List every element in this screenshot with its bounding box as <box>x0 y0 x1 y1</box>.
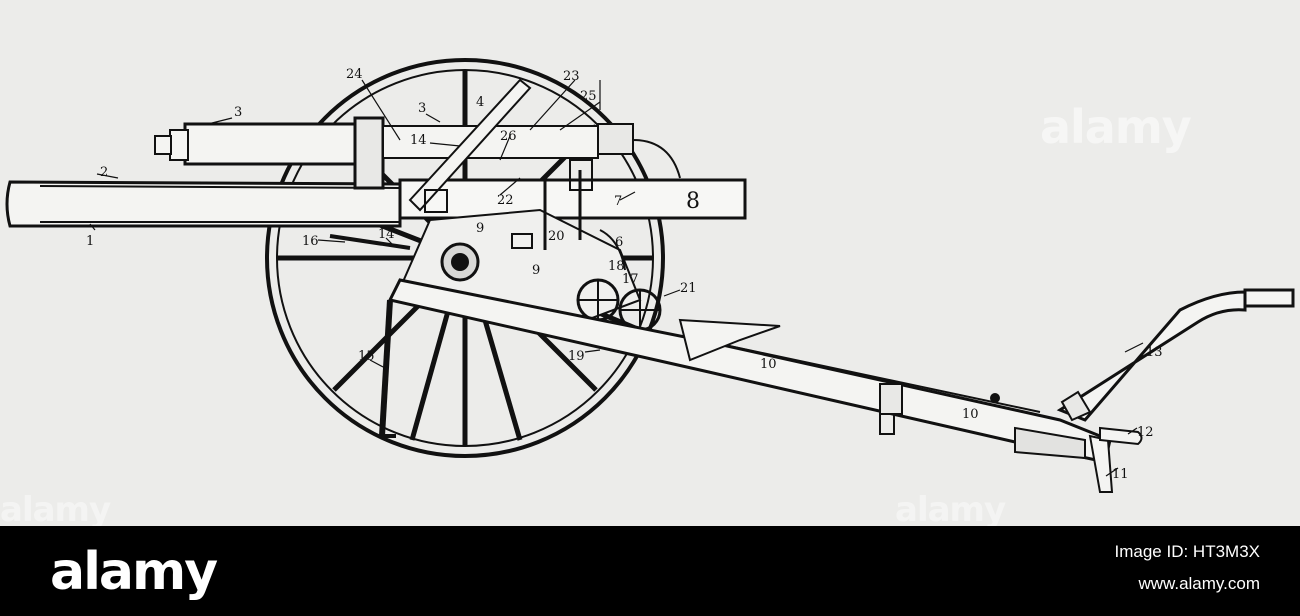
label-1: 1 <box>86 234 94 249</box>
label-7: 7 <box>614 194 622 209</box>
gun-carriage-diagram: 1 2 3 3 4 6 7 8 9 9 10 10 11 12 13 14 14… <box>5 58 1295 493</box>
barrel <box>5 178 747 228</box>
label-3a: 3 <box>234 105 242 120</box>
label-22: 22 <box>497 193 514 208</box>
label-2: 2 <box>100 165 108 180</box>
label-12: 12 <box>1137 425 1154 440</box>
recuperator-cylinder <box>154 116 681 190</box>
label-13: 13 <box>1146 345 1163 360</box>
label-3b: 3 <box>418 101 426 116</box>
label-8: 8 <box>686 189 700 214</box>
footer-image-id: Image ID: HT3M3X <box>1114 542 1261 561</box>
label-18: 18 <box>608 259 625 274</box>
label-10b: 10 <box>962 407 979 422</box>
label-19: 19 <box>568 349 585 364</box>
footer-bar: alamy Image ID: HT3M3X www.alamy.com <box>0 526 1300 616</box>
label-10a: 10 <box>760 357 777 372</box>
watermark-bottom-left: alamy <box>0 490 111 530</box>
label-25: 25 <box>580 89 597 104</box>
callout-labels: 1 2 3 3 4 6 7 8 9 9 10 10 11 12 13 14 14… <box>86 67 1163 482</box>
label-6: 6 <box>615 235 623 250</box>
label-21: 21 <box>680 281 697 296</box>
label-15: 15 <box>358 349 375 364</box>
label-14a: 14 <box>410 133 427 148</box>
shield-strut <box>329 234 411 438</box>
label-26: 26 <box>500 129 517 144</box>
label-9b: 9 <box>532 263 540 278</box>
label-20: 20 <box>548 229 565 244</box>
watermark-main: alamy <box>1040 100 1192 154</box>
label-23: 23 <box>563 69 580 84</box>
label-14b: 14 <box>378 227 395 242</box>
trail <box>387 278 1143 493</box>
label-9a: 9 <box>476 221 484 236</box>
handspike <box>1056 288 1295 422</box>
label-17: 17 <box>622 272 639 287</box>
label-11: 11 <box>1112 467 1129 482</box>
leader-lines <box>89 79 1144 477</box>
footer-url: www.alamy.com <box>1138 574 1260 593</box>
label-16: 16 <box>302 234 319 249</box>
watermark-bottom-mid: alamy <box>895 490 1006 530</box>
label-4: 4 <box>476 95 484 110</box>
diagram-drawing: 1 2 3 3 4 6 7 8 9 9 10 10 11 12 13 14 14… <box>5 58 1295 493</box>
label-24: 24 <box>346 67 363 82</box>
footer-logo: alamy <box>50 542 218 602</box>
